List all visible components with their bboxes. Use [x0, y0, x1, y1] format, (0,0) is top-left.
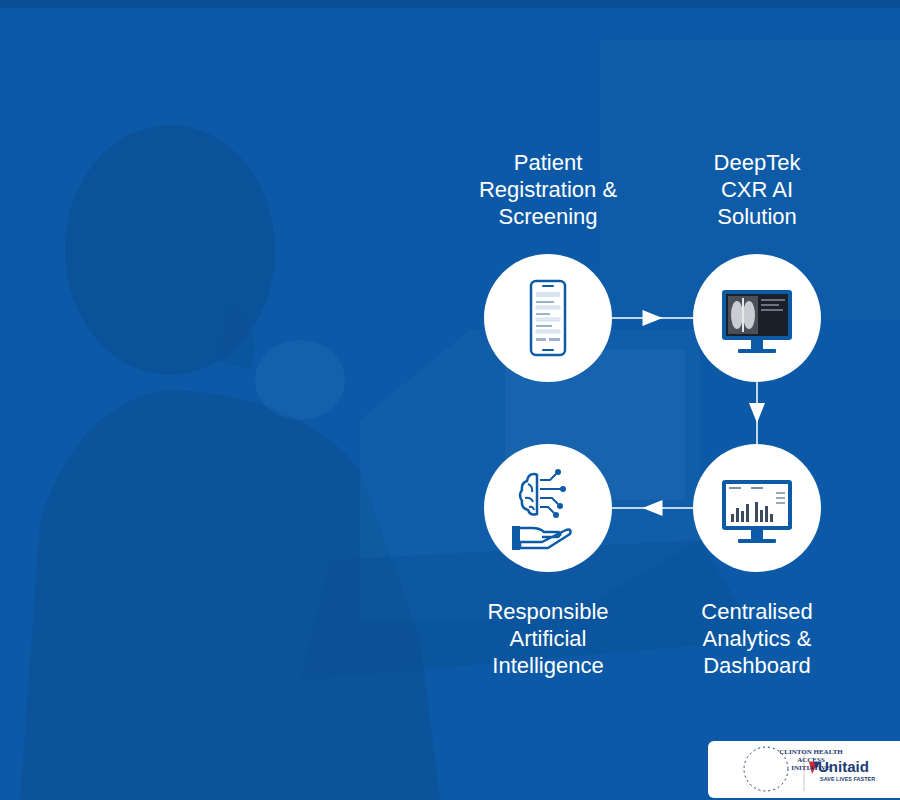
flow-arrow [749, 382, 765, 444]
node-icon [484, 444, 612, 572]
node-label: Centralised Analytics & Dashboard [682, 598, 832, 679]
process-circle: DeepTek CXR AI Solution [693, 254, 821, 382]
node-label: Responsible Artificial Intelligence [478, 598, 618, 679]
node-label: Patient Registration & Screening [478, 149, 618, 230]
node-icon [693, 254, 821, 382]
process-circle: Responsible Artificial Intelligence [484, 444, 612, 572]
node-label: DeepTek CXR AI Solution [701, 149, 813, 230]
process-circle: Centralised Analytics & Dashboard [693, 444, 821, 572]
flow-arrow [612, 310, 693, 326]
node-icon [484, 254, 612, 382]
process-circle: Patient Registration & Screening [484, 254, 612, 382]
node-icon [693, 444, 821, 572]
logo-tagline: SAVE LIVES FASTER [820, 776, 894, 783]
logo-text: Unitaid [818, 758, 894, 775]
flow-arrow [612, 500, 693, 516]
